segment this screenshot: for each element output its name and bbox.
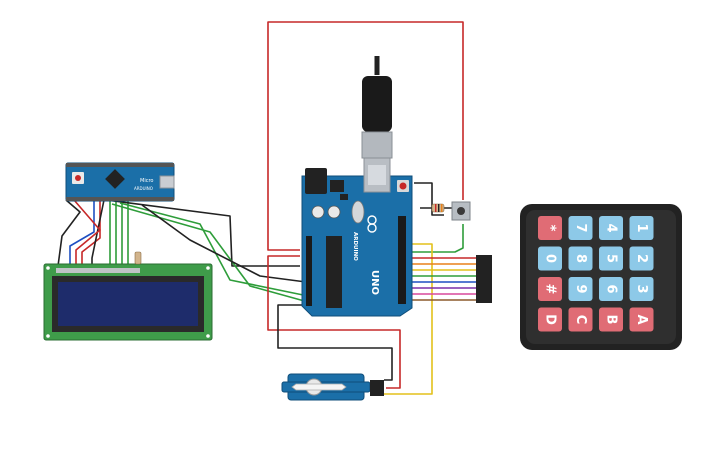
keypad-key-label: 1 xyxy=(634,223,649,232)
micro-brand-label: ARDUINO xyxy=(134,186,153,191)
lcd-screen xyxy=(58,282,198,326)
lcd-mount-hole xyxy=(46,334,50,338)
keypad-key[interactable] xyxy=(629,246,654,271)
wire-green-button[interactable] xyxy=(412,224,464,253)
resistor-band xyxy=(441,204,443,212)
micro-chip xyxy=(105,169,125,189)
keypad-key-label: 5 xyxy=(604,254,619,263)
wire-micro-uno-black2[interactable] xyxy=(141,204,307,283)
digital-header xyxy=(398,216,406,304)
uno-brand-label: ARDUINO xyxy=(352,232,358,261)
wire-micro-lcd-3[interactable] xyxy=(91,199,105,266)
arduino-uno[interactable]: ARDUINO UNO xyxy=(301,157,413,317)
lcd-mount-hole xyxy=(206,334,210,338)
usb-cable xyxy=(361,56,393,159)
keypad-key[interactable] xyxy=(568,277,593,301)
keypad-key[interactable] xyxy=(629,216,654,240)
servo-horn[interactable] xyxy=(291,383,347,391)
keypad-key[interactable] xyxy=(538,307,562,332)
keypad-key-label: D xyxy=(543,314,558,325)
wire-micro-lcd-8[interactable] xyxy=(57,199,81,267)
keypad-key-label: A xyxy=(634,314,649,324)
keypad-key[interactable] xyxy=(568,246,593,271)
usb-b-connector-inner xyxy=(368,165,386,185)
keypad-key[interactable] xyxy=(629,307,654,332)
micro-header-top xyxy=(66,163,174,167)
keypad-key-label: 7 xyxy=(573,223,588,232)
lcd-pin-header xyxy=(56,268,140,273)
micro-header-bottom xyxy=(66,197,174,201)
keypad-key-label: * xyxy=(543,225,558,232)
keypad-key-label: # xyxy=(543,284,558,295)
wire-micro-lcd-1[interactable] xyxy=(69,200,95,266)
atmega-chip xyxy=(326,236,342,308)
keypad-key-label: 9 xyxy=(573,284,588,293)
crystal-oscillator xyxy=(351,200,365,224)
power-jack[interactable] xyxy=(305,168,327,194)
pushbutton-cap[interactable] xyxy=(457,207,465,215)
keypad-key[interactable] xyxy=(629,277,654,301)
wire-black-button[interactable] xyxy=(414,182,444,216)
lcd-16x2[interactable] xyxy=(43,251,213,341)
wires xyxy=(57,21,476,395)
arduino-micro[interactable]: Micro ARDUINO xyxy=(65,162,175,202)
voltage-regulator xyxy=(330,180,344,192)
wire-yellow-servo[interactable] xyxy=(384,243,433,395)
keypad-key-label: 3 xyxy=(634,284,649,293)
keypad-key[interactable] xyxy=(599,246,623,271)
keypad-key[interactable] xyxy=(568,216,593,240)
keypad-4x4[interactable]: * 7 4 1 0 8 5 2 #9 6 3D C B A xyxy=(476,204,682,350)
keypad-key-label: B xyxy=(604,315,619,325)
reset-button-cap[interactable] xyxy=(399,182,407,190)
keypad-key[interactable] xyxy=(599,277,623,301)
keypad-connector xyxy=(476,255,492,303)
keypad-key-label: 4 xyxy=(604,223,619,232)
micro-reset-cap[interactable] xyxy=(75,175,81,181)
keypad-key[interactable] xyxy=(599,307,623,332)
power-analog-header xyxy=(306,236,312,306)
capacitor xyxy=(327,205,341,219)
capacitor xyxy=(311,205,325,219)
usb-plug-body xyxy=(362,76,392,132)
small-chip xyxy=(340,194,348,200)
keypad-key[interactable] xyxy=(599,216,623,240)
keypad-key-label: 8 xyxy=(573,254,588,263)
resistor-band xyxy=(435,204,437,212)
wire-red-top-loop[interactable] xyxy=(267,21,464,251)
keypad-key[interactable] xyxy=(538,216,562,240)
wire-micro-lcd-9[interactable] xyxy=(73,199,101,266)
uno-model-label: UNO xyxy=(369,270,380,295)
arduino-infinity-logo xyxy=(367,215,377,233)
keypad-key-label: 6 xyxy=(604,284,619,293)
keypad-key[interactable] xyxy=(568,307,593,332)
servo-connector xyxy=(370,380,384,396)
pushbutton[interactable] xyxy=(451,201,471,221)
servo-motor[interactable] xyxy=(281,373,384,401)
wire-red-servo[interactable] xyxy=(267,255,401,389)
wire-micro-uno-black[interactable] xyxy=(105,199,300,267)
keypad-key-label: C xyxy=(573,315,588,325)
keypad-key[interactable] xyxy=(538,277,562,301)
lcd-mount-hole xyxy=(206,266,210,270)
resistor-band xyxy=(438,204,440,212)
resistor-button xyxy=(431,203,445,213)
micro-usb-connector[interactable] xyxy=(159,175,175,189)
micro-model-label: Micro xyxy=(140,178,153,184)
keypad-keys: * 7 4 1 0 8 5 2 #9 6 3D C B A xyxy=(538,216,654,332)
lcd-resistor xyxy=(134,251,142,265)
keypad-key-label: 0 xyxy=(543,254,558,263)
wire-black-servo[interactable] xyxy=(277,304,393,381)
usb-plug-metal xyxy=(361,131,393,159)
keypad-key-label: 2 xyxy=(634,254,649,263)
lcd-mount-hole xyxy=(46,266,50,270)
keypad-key[interactable] xyxy=(538,246,562,271)
